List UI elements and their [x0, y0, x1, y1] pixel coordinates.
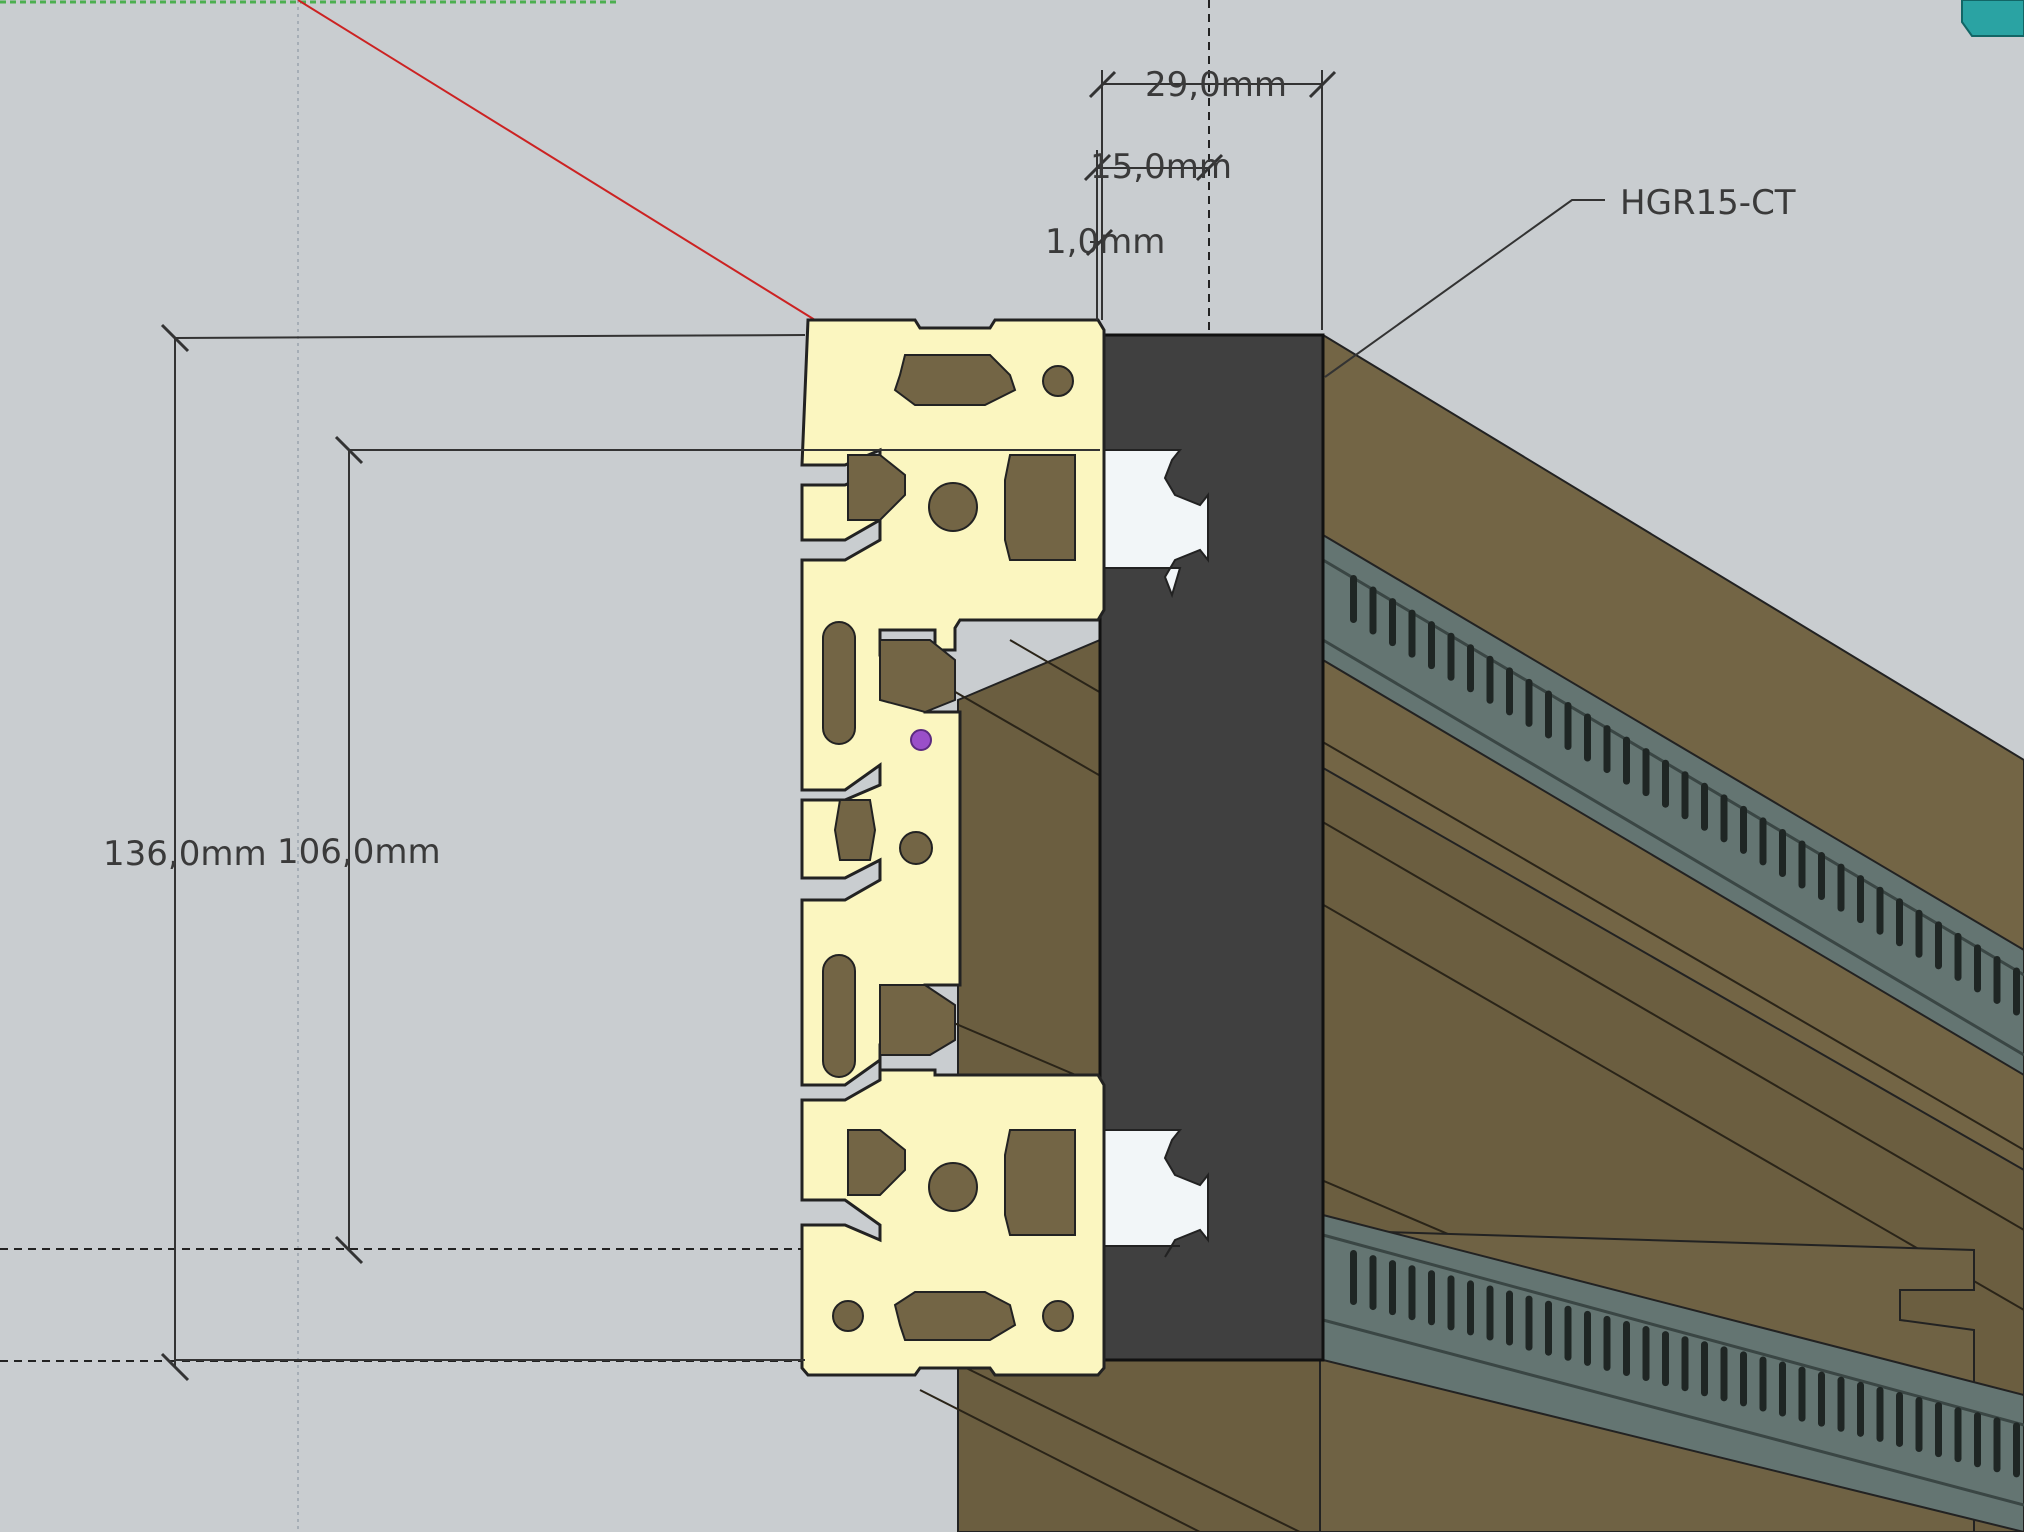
- dimension-rail-width[interactable]: 15,0mm: [1090, 147, 1232, 187]
- slot-hole: [1720, 794, 1728, 843]
- red-axis-line: [297, 0, 816, 321]
- slot-hole: [1389, 1260, 1396, 1316]
- slot-hole: [1779, 1361, 1786, 1417]
- slot-hole: [1447, 632, 1455, 681]
- slot-hole: [1486, 655, 1494, 704]
- slot-hole: [1818, 1371, 1825, 1427]
- slot-hole: [1837, 863, 1845, 912]
- slot-hole: [1467, 1280, 1474, 1336]
- slot-hole: [1545, 690, 1552, 739]
- slot-hole: [1623, 736, 1630, 785]
- slot-hole: [1954, 1407, 1962, 1463]
- slot-hole: [1896, 1391, 1903, 1447]
- slot-hole: [1740, 1351, 1747, 1407]
- slot-hole: [1428, 621, 1435, 670]
- profile-cross-section[interactable]: [800, 318, 1106, 1377]
- slot-hole: [1525, 1295, 1533, 1351]
- slot-hole: [1486, 1285, 1494, 1341]
- slot-hole: [1584, 713, 1591, 762]
- slot-hole: [1681, 771, 1689, 820]
- dimension-total-width[interactable]: 29,0mm: [1145, 65, 1287, 105]
- slot-hole: [1389, 598, 1396, 647]
- slot-hole: [1350, 1250, 1357, 1305]
- slot-hole: [1350, 575, 1357, 623]
- slot-hole: [1915, 1397, 1923, 1453]
- slot-hole: [1974, 1412, 1981, 1468]
- rail-top[interactable]: [1096, 449, 1209, 599]
- slot-hole: [1506, 667, 1513, 716]
- slot-hole: [1837, 1376, 1845, 1432]
- slot-hole: [1369, 1255, 1377, 1311]
- slot-hole: [1798, 840, 1806, 889]
- slot-hole: [1818, 852, 1825, 901]
- slot-hole: [1545, 1300, 1552, 1356]
- slot-hole: [1935, 921, 1942, 970]
- dimension-total-height[interactable]: 136,0mm: [103, 834, 267, 874]
- slot-hole: [1720, 1346, 1728, 1402]
- dimension-lines: [160, 70, 1605, 1382]
- slot-hole: [1935, 1402, 1942, 1458]
- slot-hole: [1642, 1326, 1650, 1382]
- slot-hole: [1798, 1366, 1806, 1422]
- slot-hole: [1857, 1381, 1864, 1437]
- slot-hole: [2013, 1422, 2020, 1478]
- slot-hole: [1876, 1386, 1884, 1442]
- slot-hole: [1759, 817, 1767, 866]
- slot-hole: [1662, 759, 1669, 808]
- snap-point[interactable]: [910, 729, 932, 751]
- slot-hole: [1740, 805, 1747, 854]
- slot-hole: [1642, 748, 1650, 797]
- slot-hole: [1447, 1275, 1455, 1331]
- slot-hole: [1993, 955, 2001, 1004]
- slot-hole: [1564, 1305, 1572, 1361]
- slot-hole: [1759, 1356, 1767, 1412]
- slot-hole: [1896, 898, 1903, 947]
- slot-hole: [1974, 944, 1981, 993]
- navigation-cube[interactable]: [1961, 0, 2024, 37]
- carriage-label[interactable]: HGR15-CT: [1620, 183, 1796, 223]
- slot-hole: [2013, 967, 2020, 1016]
- slot-hole: [1603, 725, 1611, 774]
- slot-hole: [1681, 1336, 1689, 1392]
- slot-hole: [1857, 875, 1864, 924]
- slot-hole: [1915, 909, 1923, 958]
- dimension-rail-spacing[interactable]: 106,0mm: [277, 832, 441, 872]
- slot-hole: [1603, 1315, 1611, 1371]
- slot-hole: [1408, 1265, 1416, 1321]
- slot-hole: [1408, 609, 1416, 658]
- slot-hole: [1506, 1290, 1513, 1346]
- slot-hole: [1369, 586, 1377, 635]
- slot-hole: [1701, 782, 1708, 831]
- slot-hole: [1954, 932, 1962, 981]
- slot-hole: [1564, 701, 1572, 750]
- slot-hole: [1993, 1417, 2001, 1473]
- slot-hole: [1428, 1270, 1435, 1326]
- slot-hole: [1467, 644, 1474, 693]
- slotted-strip-upper: [1322, 533, 2024, 1077]
- slot-hole: [1584, 1310, 1591, 1366]
- slot-hole: [1876, 886, 1884, 935]
- rail-bottom[interactable]: [1096, 1129, 1209, 1258]
- slot-hole: [1701, 1341, 1708, 1397]
- slot-hole: [1623, 1320, 1630, 1376]
- slotted-strip-lower: [1322, 1213, 2024, 1532]
- slot-hole: [1662, 1331, 1669, 1387]
- slot-hole: [1779, 828, 1786, 877]
- dimension-gap[interactable]: 1,0mm: [1045, 222, 1165, 262]
- slot-hole: [1525, 678, 1533, 727]
